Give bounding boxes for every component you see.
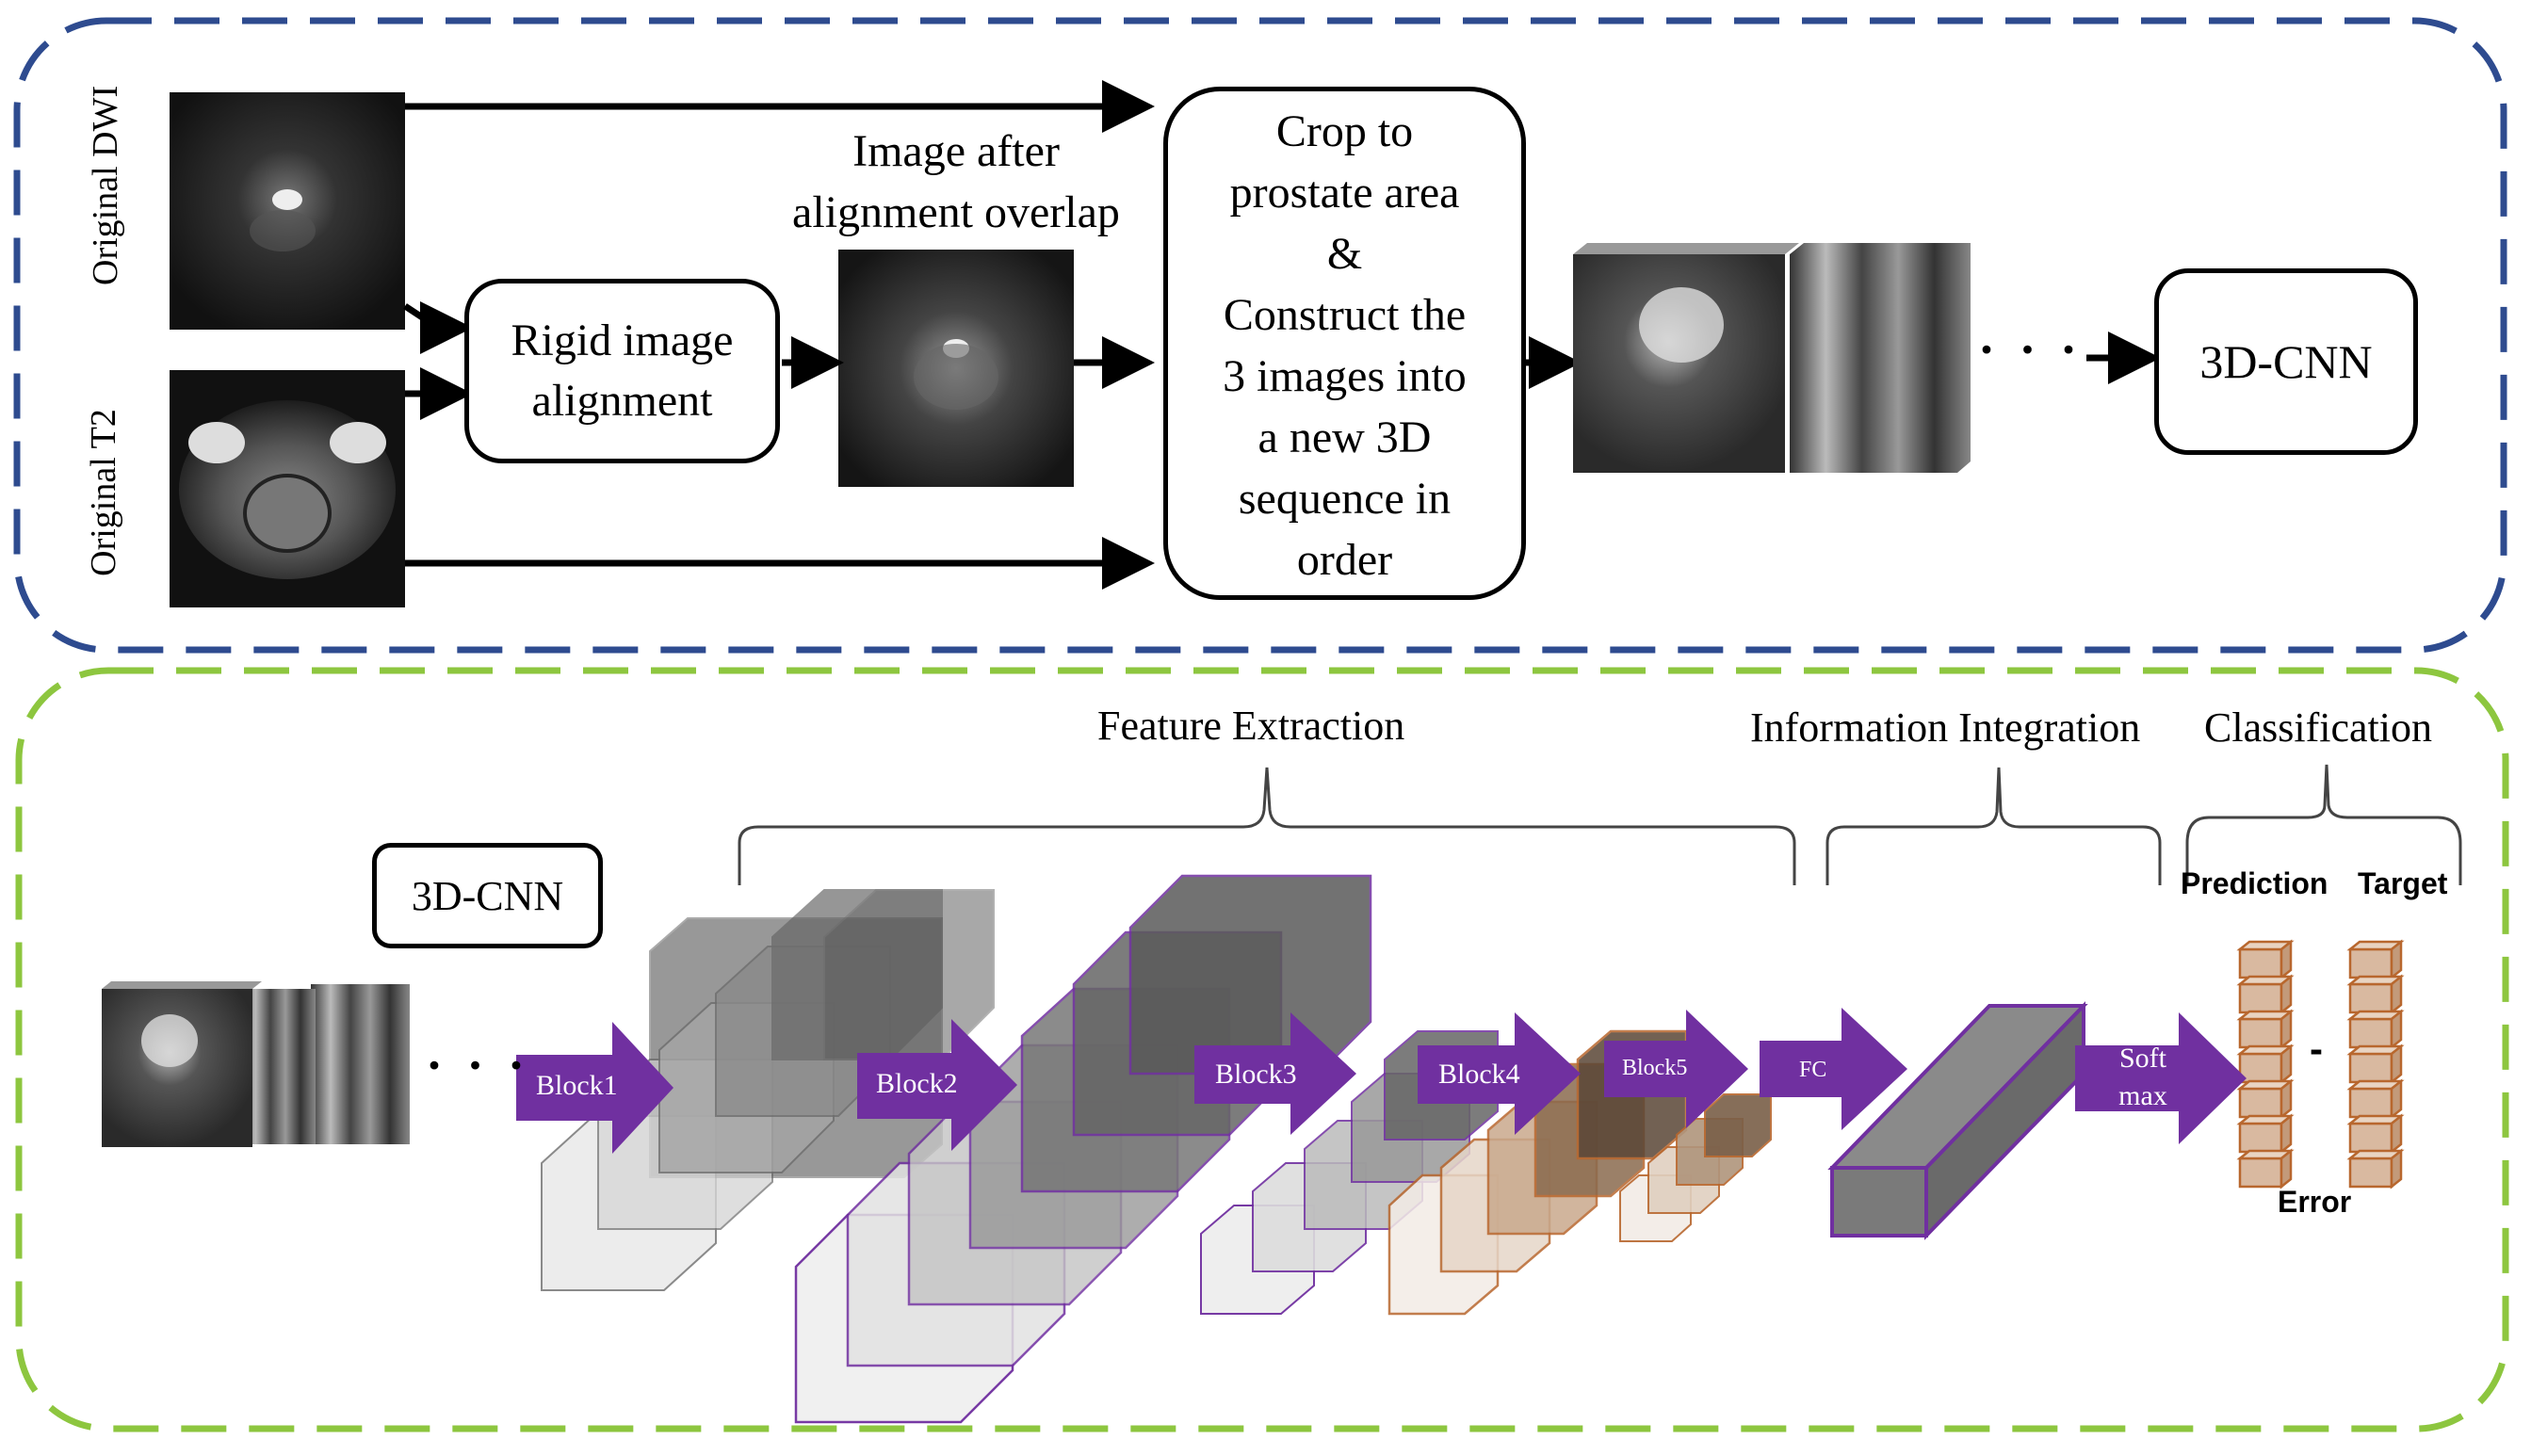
rigid-alignment-line-1: Rigid image: [511, 315, 734, 365]
target-vector-cell-side: [2390, 1078, 2403, 1120]
target-label: Target: [2358, 866, 2448, 900]
classification-label: Classification: [2204, 704, 2432, 751]
block2-label: Block2: [876, 1068, 958, 1099]
prediction-vector-cell: [2238, 982, 2283, 1014]
section-braces: [738, 764, 2462, 885]
target-vector: [2346, 939, 2405, 1189]
crop-line-1: Crop to: [1275, 106, 1414, 156]
prediction-vector-cell-side: [2280, 1078, 2293, 1120]
target-vector-cell: [2348, 1052, 2393, 1084]
aligned-caption-line-2: alignment overlap: [792, 187, 1120, 237]
crop-line-4: Construct the: [1223, 290, 1467, 340]
original-dwi-label: Original DWI: [86, 85, 125, 285]
preprocessing-arrows: [403, 80, 2161, 590]
aligned-caption: Image after alignment overlap: [768, 121, 1144, 243]
bottom-3d-volume: [102, 981, 410, 1147]
target-vector-cell: [2348, 1157, 2393, 1189]
block-arrows: [516, 1008, 2247, 1154]
block4-arrow: [1418, 1012, 1581, 1135]
prediction-vector-cell-side: [2280, 1113, 2293, 1155]
block5-label: Block5: [1622, 1056, 1688, 1080]
block5-arrow: [1604, 1010, 1748, 1128]
prediction-vector: [2236, 939, 2295, 1189]
target-vector-cell: [2348, 1087, 2393, 1119]
top-ellipsis: · · ·: [1978, 321, 2084, 378]
block1-label: Block1: [536, 1070, 618, 1101]
prediction-vector-cell-side: [2280, 974, 2293, 1015]
error-label: Error: [2278, 1185, 2352, 1219]
original-t2-label: Original T2: [84, 409, 123, 576]
prediction-vector-cell: [2238, 947, 2283, 979]
prediction-vector-cell-side: [2280, 939, 2293, 980]
softmax-label: Soft max: [2086, 1040, 2199, 1115]
prediction-label: Prediction: [2181, 866, 2328, 900]
prediction-vector-cell-side: [2280, 1009, 2293, 1050]
softmax-arrow: [2075, 1012, 2247, 1144]
block5-cube-stack: [1619, 1093, 1772, 1242]
information-integration-brace: [1825, 767, 2162, 885]
fc-label: FC: [1799, 1058, 1827, 1082]
target-vector-cell-side: [2390, 1113, 2403, 1155]
prediction-vector-cell: [2238, 1052, 2283, 1084]
fc-arrow: [1760, 1008, 1907, 1130]
crop-line-2: prostate area: [1229, 168, 1460, 218]
aligned-caption-line-1: Image after: [852, 126, 1060, 176]
crop-line-7: sequence in: [1238, 474, 1452, 524]
bottom-ellipsis: · · ·: [426, 1037, 531, 1093]
fc-bar: [1827, 1001, 2088, 1240]
target-vector-cell: [2348, 1017, 2393, 1049]
feature-extraction-label: Feature Extraction: [1097, 703, 1405, 749]
top-3d-cnn-box: 3D-CNN: [2154, 268, 2418, 455]
network-panel-border: [15, 667, 2509, 1432]
bottom-3d-cnn-box: 3D-CNN: [372, 843, 603, 948]
crop-line-5: 3 images into: [1223, 351, 1467, 401]
target-vector-cell: [2348, 982, 2393, 1014]
minus-sign: -: [2310, 1027, 2323, 1071]
crop-line-3: &: [1326, 229, 1363, 279]
prediction-vector-cell: [2238, 1157, 2283, 1189]
aligned-overlay-image: [838, 250, 1074, 487]
original-t2-image: [170, 370, 405, 607]
crop-line-8: order: [1296, 535, 1393, 585]
preprocessing-panel-border: [13, 17, 2507, 654]
rigid-alignment-box: Rigid image alignment: [464, 279, 780, 463]
prediction-vector-cell: [2238, 1087, 2283, 1119]
prediction-vector-cell: [2238, 1122, 2283, 1154]
original-dwi-image: [170, 92, 405, 330]
block4-label: Block4: [1438, 1059, 1520, 1090]
block2-arrow: [857, 1019, 1017, 1151]
top-3d-volume: [1573, 243, 1971, 473]
target-vector-cell-side: [2390, 974, 2403, 1015]
crop-construct-box: Crop to prostate area & Construct the 3 …: [1163, 87, 1526, 600]
prediction-vector-cell: [2238, 1017, 2283, 1049]
feature-extraction-brace: [738, 767, 1796, 885]
target-vector-cell-side: [2390, 1148, 2403, 1189]
target-vector-cell-side: [2390, 1009, 2403, 1050]
information-integration-label: Information Integration: [1750, 704, 2141, 751]
softmax-line-2: max: [2118, 1080, 2167, 1111]
rigid-alignment-line-2: alignment: [531, 376, 713, 426]
target-vector-cell: [2348, 1122, 2393, 1154]
prediction-vector-cell-side: [2280, 1043, 2293, 1085]
target-vector-cell: [2348, 947, 2393, 979]
target-vector-cell-side: [2390, 939, 2403, 980]
block1-arrow: [516, 1022, 673, 1154]
softmax-line-1: Soft: [2118, 1043, 2166, 1074]
block3-label: Block3: [1215, 1059, 1297, 1090]
classification-brace: [2185, 764, 2462, 885]
prediction-vector-cell-side: [2280, 1148, 2293, 1189]
target-vector-cell-side: [2390, 1043, 2403, 1085]
block3-arrow: [1194, 1012, 1356, 1135]
block1-cube-stack: [541, 889, 995, 1291]
crop-line-6: a new 3D: [1257, 413, 1432, 462]
